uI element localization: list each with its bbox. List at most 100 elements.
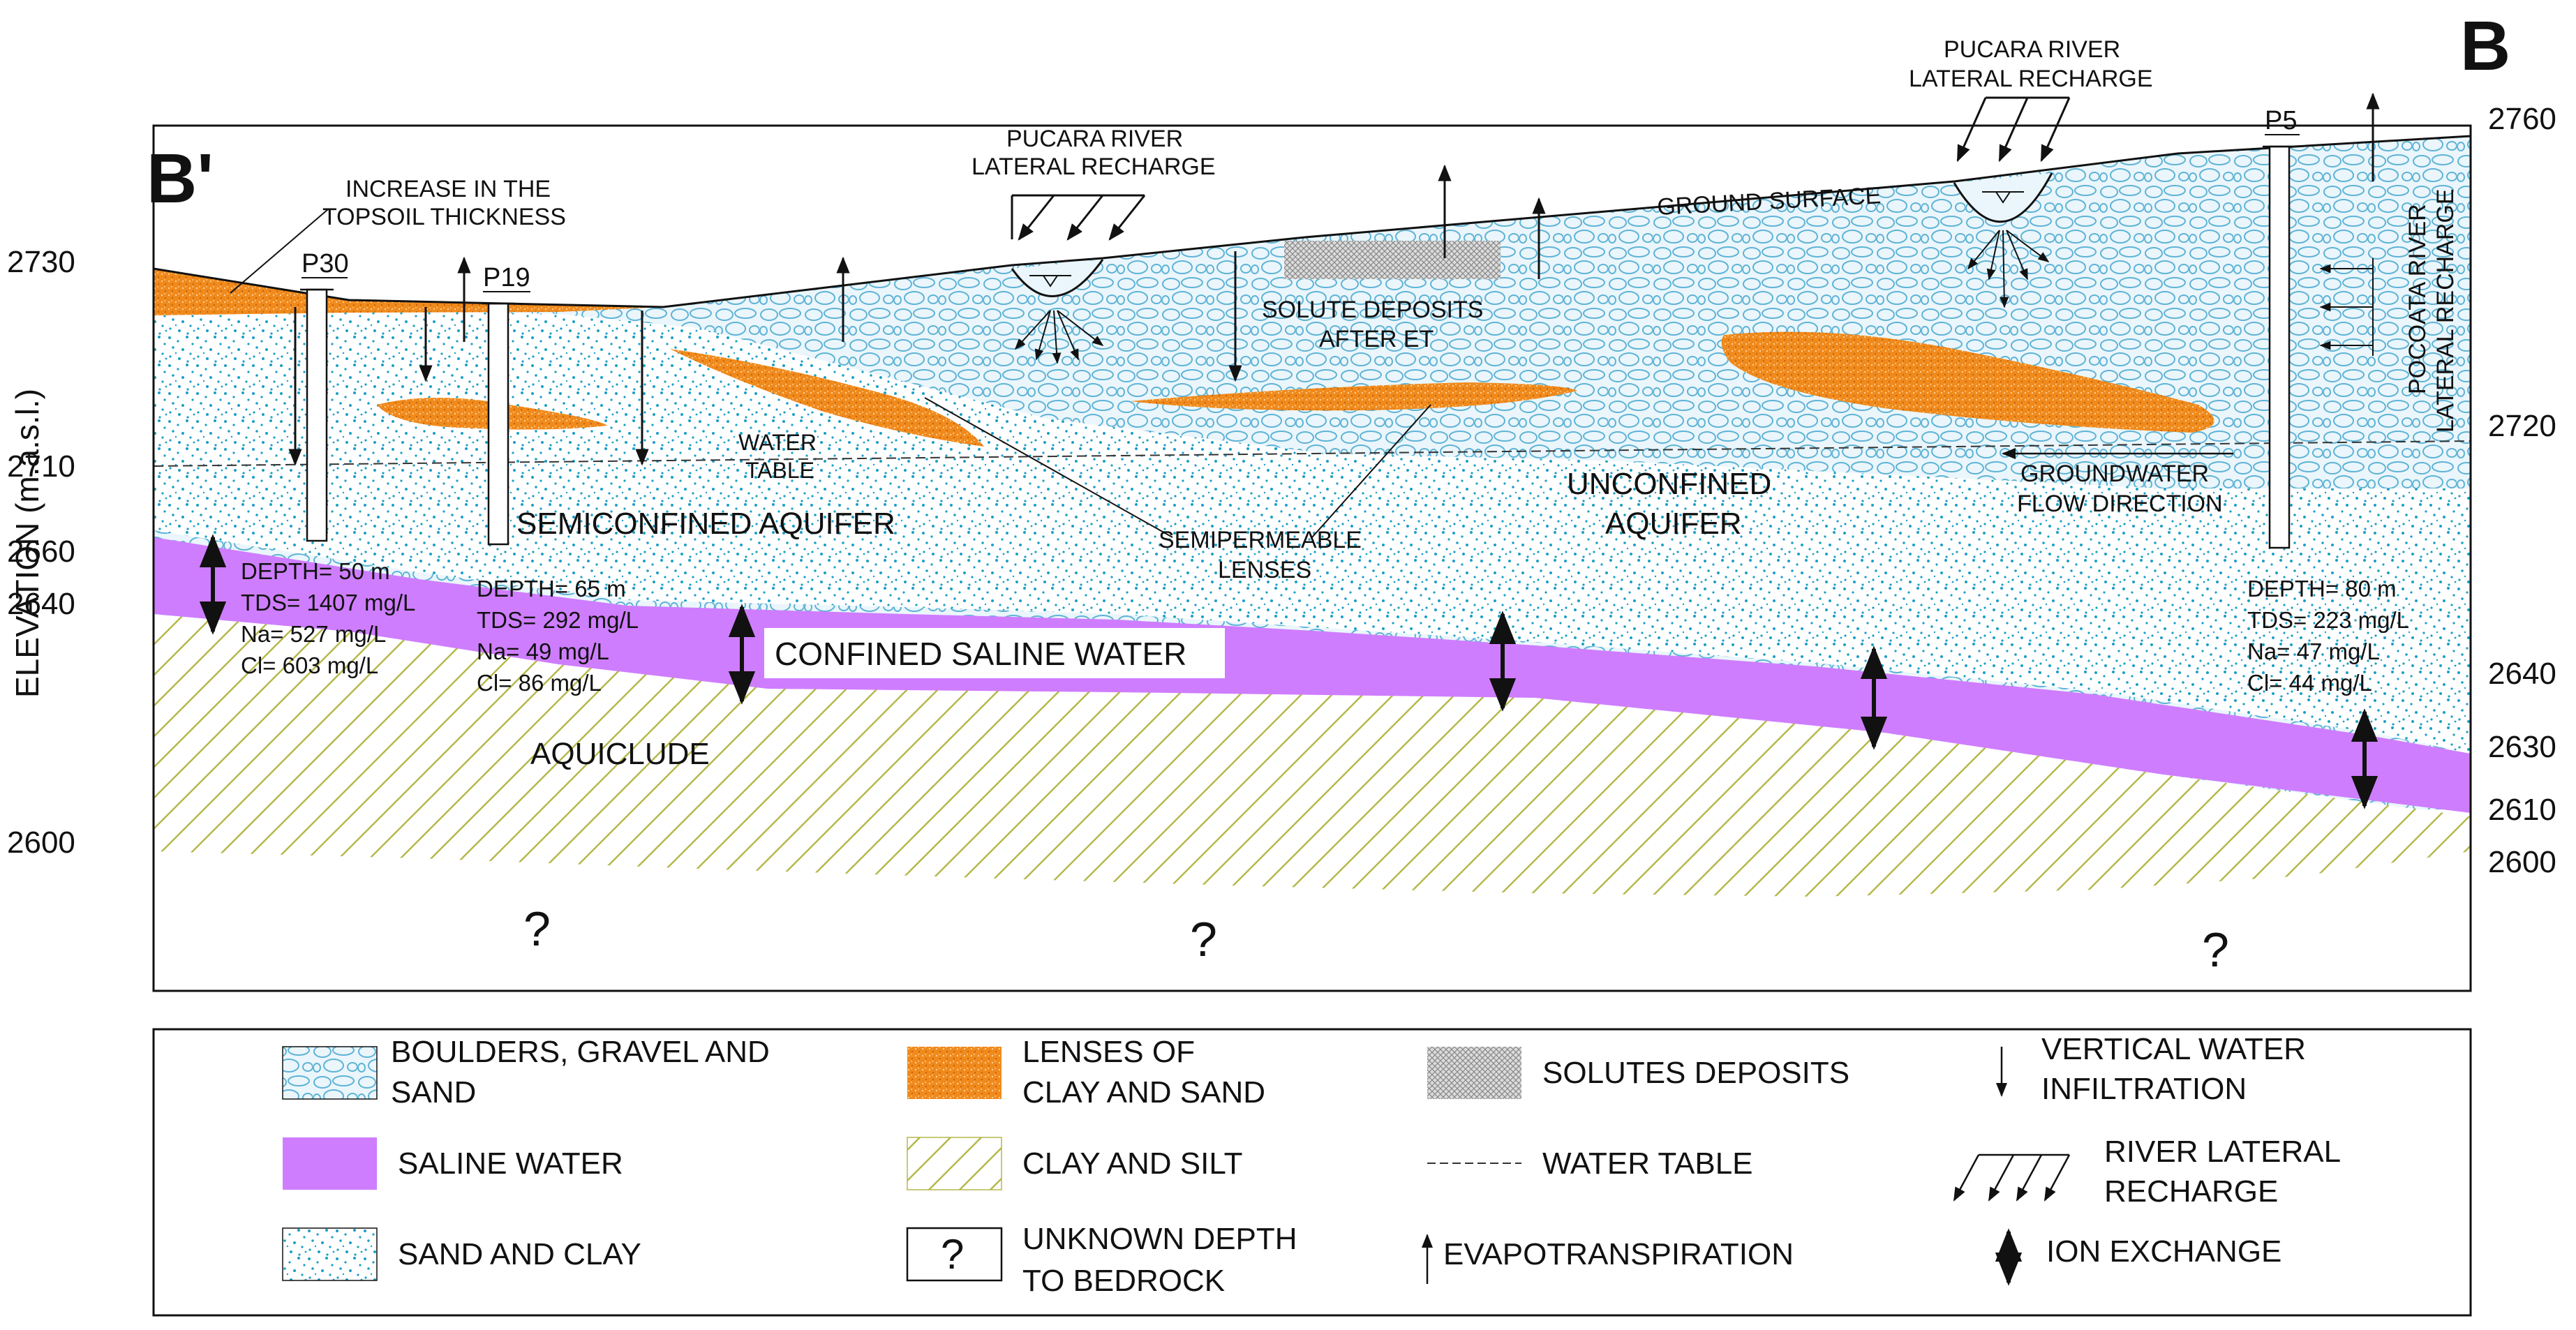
- water-table-label: WATER: [738, 430, 817, 455]
- legend-label-solutes: SOLUTES DEPOSITS: [1542, 1056, 1849, 1090]
- confined-saline-label: CONFINED SALINE WATER: [775, 636, 1186, 672]
- svg-text:DEPTH= 80 m: DEPTH= 80 m: [2247, 576, 2397, 602]
- aquiclude-label: AQUICLUDE: [530, 737, 710, 771]
- pucara-right-note: LATERAL RECHARGE: [1909, 66, 2153, 92]
- ground-surface-line: [153, 135, 2471, 308]
- right-elevation-2760: 2760: [2488, 102, 2556, 136]
- semipermeable-lenses-label: LENSES: [1218, 557, 1311, 583]
- leader-lines: [230, 209, 1431, 538]
- legend-swatch-boulders: [282, 1046, 378, 1100]
- legend-swatch-unknown: [906, 1227, 1003, 1282]
- legend-label-saline: SALINE WATER: [398, 1146, 623, 1181]
- topsoil-note: INCREASE IN THE: [345, 176, 551, 202]
- right-elevation-2610: 2610: [2488, 793, 2556, 827]
- legend-swatch-solutes: [1427, 1047, 1521, 1099]
- water-table-line: [153, 440, 2471, 467]
- topsoil-lens: [154, 269, 663, 315]
- svg-text:DEPTH= 50 m: DEPTH= 50 m: [241, 558, 390, 584]
- water-table-label: TABLE: [745, 458, 814, 483]
- svg-text:TDS= 223 mg/L: TDS= 223 mg/L: [2247, 607, 2409, 633]
- groundwater-flow-label: FLOW DIRECTION: [2017, 491, 2223, 517]
- left-elevation-2730: 2730: [7, 245, 75, 279]
- svg-text:Na= 49 mg/L: Na= 49 mg/L: [477, 638, 609, 664]
- legend-label-unknown: TO BEDROCK: [1022, 1264, 1225, 1298]
- saline-water-layer: [154, 537, 2471, 813]
- topsoil-note: TOPSOIL THICKNESS: [322, 204, 566, 230]
- groundwater-flow-label: GROUNDWATER: [2020, 461, 2209, 487]
- well-p5: [2268, 145, 2291, 549]
- left-elevation-2660: 2660: [7, 535, 75, 569]
- well-p19-info: DEPTH= 65 m TDS= 292 mg/L Na= 49 mg/L Cl…: [477, 576, 639, 696]
- legend-label-infiltration: INFILTRATION: [2041, 1072, 2247, 1106]
- legend-label-evapotranspiration: EVAPOTRANSPIRATION: [1443, 1237, 1794, 1271]
- svg-text:Cl= 86 mg/L: Cl= 86 mg/L: [477, 670, 602, 696]
- right-elevation-2720: 2720: [2488, 409, 2556, 443]
- legend-label-clay-silt: CLAY AND SILT: [1022, 1146, 1242, 1181]
- section-frame: [152, 124, 2472, 992]
- pucara-left-note: PUCARA RIVER: [1006, 126, 1183, 152]
- clay-sand-lens-2: [670, 349, 984, 447]
- legend-label-sand-clay: SAND AND CLAY: [398, 1237, 641, 1271]
- svg-text:Cl= 603 mg/L: Cl= 603 mg/L: [241, 652, 378, 678]
- legend-frame: [152, 1028, 2472, 1317]
- pucara-left-note: LATERAL RECHARGE: [971, 154, 1216, 180]
- solute-deposits: [1284, 241, 1501, 279]
- clay-sand-lens-3: [1131, 382, 1577, 411]
- well-p30: [306, 288, 328, 542]
- legend-label-ion-exchange: ION EXCHANGE: [2046, 1234, 2281, 1269]
- pocoata-river-label: POCOATA RIVER: [2404, 204, 2431, 394]
- semipermeable-lenses-label: SEMIPERMEABLE: [1159, 527, 1362, 553]
- right-elevation-2640: 2640: [2488, 657, 2556, 691]
- pocoata-river-label: LATERAL RECHARGE: [2432, 188, 2459, 433]
- section-end-left: B': [147, 140, 214, 218]
- well-p5-info: DEPTH= 80 m TDS= 223 mg/L Na= 47 mg/L Cl…: [2247, 576, 2409, 696]
- left-elevation-2600: 2600: [7, 825, 75, 860]
- legend-label-unknown: UNKNOWN DEPTH: [1022, 1222, 1297, 1256]
- legend-swatch-clay-silt: [907, 1137, 1002, 1190]
- legend-unknown-symbol: ?: [941, 1231, 964, 1278]
- pucara-river-channel-right: [1953, 172, 2053, 308]
- section-end-right: B: [2460, 7, 2510, 85]
- svg-text:Na= 527 mg/L: Na= 527 mg/L: [241, 621, 386, 647]
- unconfined-aquifer-label: AQUIFER: [1605, 507, 1742, 541]
- right-elevation-2630: 2630: [2488, 730, 2556, 764]
- left-elevation-2710: 2710: [7, 449, 75, 484]
- confined-saline-label-box: [764, 628, 1225, 678]
- svg-text:Na= 47 mg/L: Na= 47 mg/L: [2247, 638, 2380, 664]
- legend-label-lenses: CLAY AND SAND: [1022, 1075, 1265, 1109]
- elevation-axis-label: ELEVATION (m.a.s.l.): [9, 389, 45, 698]
- sand-clay-layer: [154, 307, 2471, 754]
- svg-text:Cl= 44 mg/L: Cl= 44 mg/L: [2247, 670, 2372, 696]
- svg-text:TDS= 1407 mg/L: TDS= 1407 mg/L: [241, 590, 415, 615]
- legend-label-river-recharge: RIVER LATERAL: [2104, 1135, 2341, 1169]
- legend-swatch-sand-clay: [282, 1227, 378, 1281]
- legend-label-lenses: LENSES OF: [1022, 1035, 1195, 1069]
- legend-swatch-saline: [283, 1137, 377, 1190]
- legend-swatch-lenses: [907, 1047, 1002, 1099]
- legend: BOULDERS, GRAVEL AND SAND SALINE WATER S…: [152, 1028, 2472, 1317]
- left-elevation-2640: 2640: [7, 587, 75, 621]
- legend-river-recharge-icon: [1953, 1153, 2071, 1202]
- svg-text:TDS= 292 mg/L: TDS= 292 mg/L: [477, 607, 639, 633]
- legend-label-boulders: BOULDERS, GRAVEL AND: [391, 1035, 770, 1069]
- legend-label-infiltration: VERTICAL WATER: [2041, 1032, 2306, 1066]
- well-p19: [487, 302, 509, 546]
- legend-label-water-table: WATER TABLE: [1542, 1146, 1753, 1181]
- semiconfined-aquifer-label: SEMICONFINED AQUIFER: [516, 507, 895, 541]
- legend-label-boulders: SAND: [391, 1075, 476, 1109]
- unknown-bedrock-mark: ?: [523, 902, 551, 956]
- solute-deposits-label: SOLUTE DEPOSITS: [1262, 297, 1483, 323]
- pucara-river-channel-left: [1011, 259, 1104, 364]
- clay-sand-lens-4: [1721, 331, 2214, 433]
- solute-deposits-label: AFTER ET: [1319, 326, 1434, 352]
- well-p19-label: P19: [483, 263, 530, 292]
- unconfined-aquifer-label: UNCONFINED: [1567, 467, 1771, 501]
- right-elevation-2600: 2600: [2488, 845, 2556, 879]
- pucara-right-note: PUCARA RIVER: [1944, 36, 2120, 63]
- unknown-bedrock-mark: ?: [2202, 922, 2229, 977]
- svg-text:DEPTH= 65 m: DEPTH= 65 m: [477, 576, 626, 602]
- process-arrows: [288, 92, 2380, 466]
- unknown-bedrock-mark: ?: [1190, 912, 1217, 966]
- well-p30-label: P30: [301, 249, 349, 278]
